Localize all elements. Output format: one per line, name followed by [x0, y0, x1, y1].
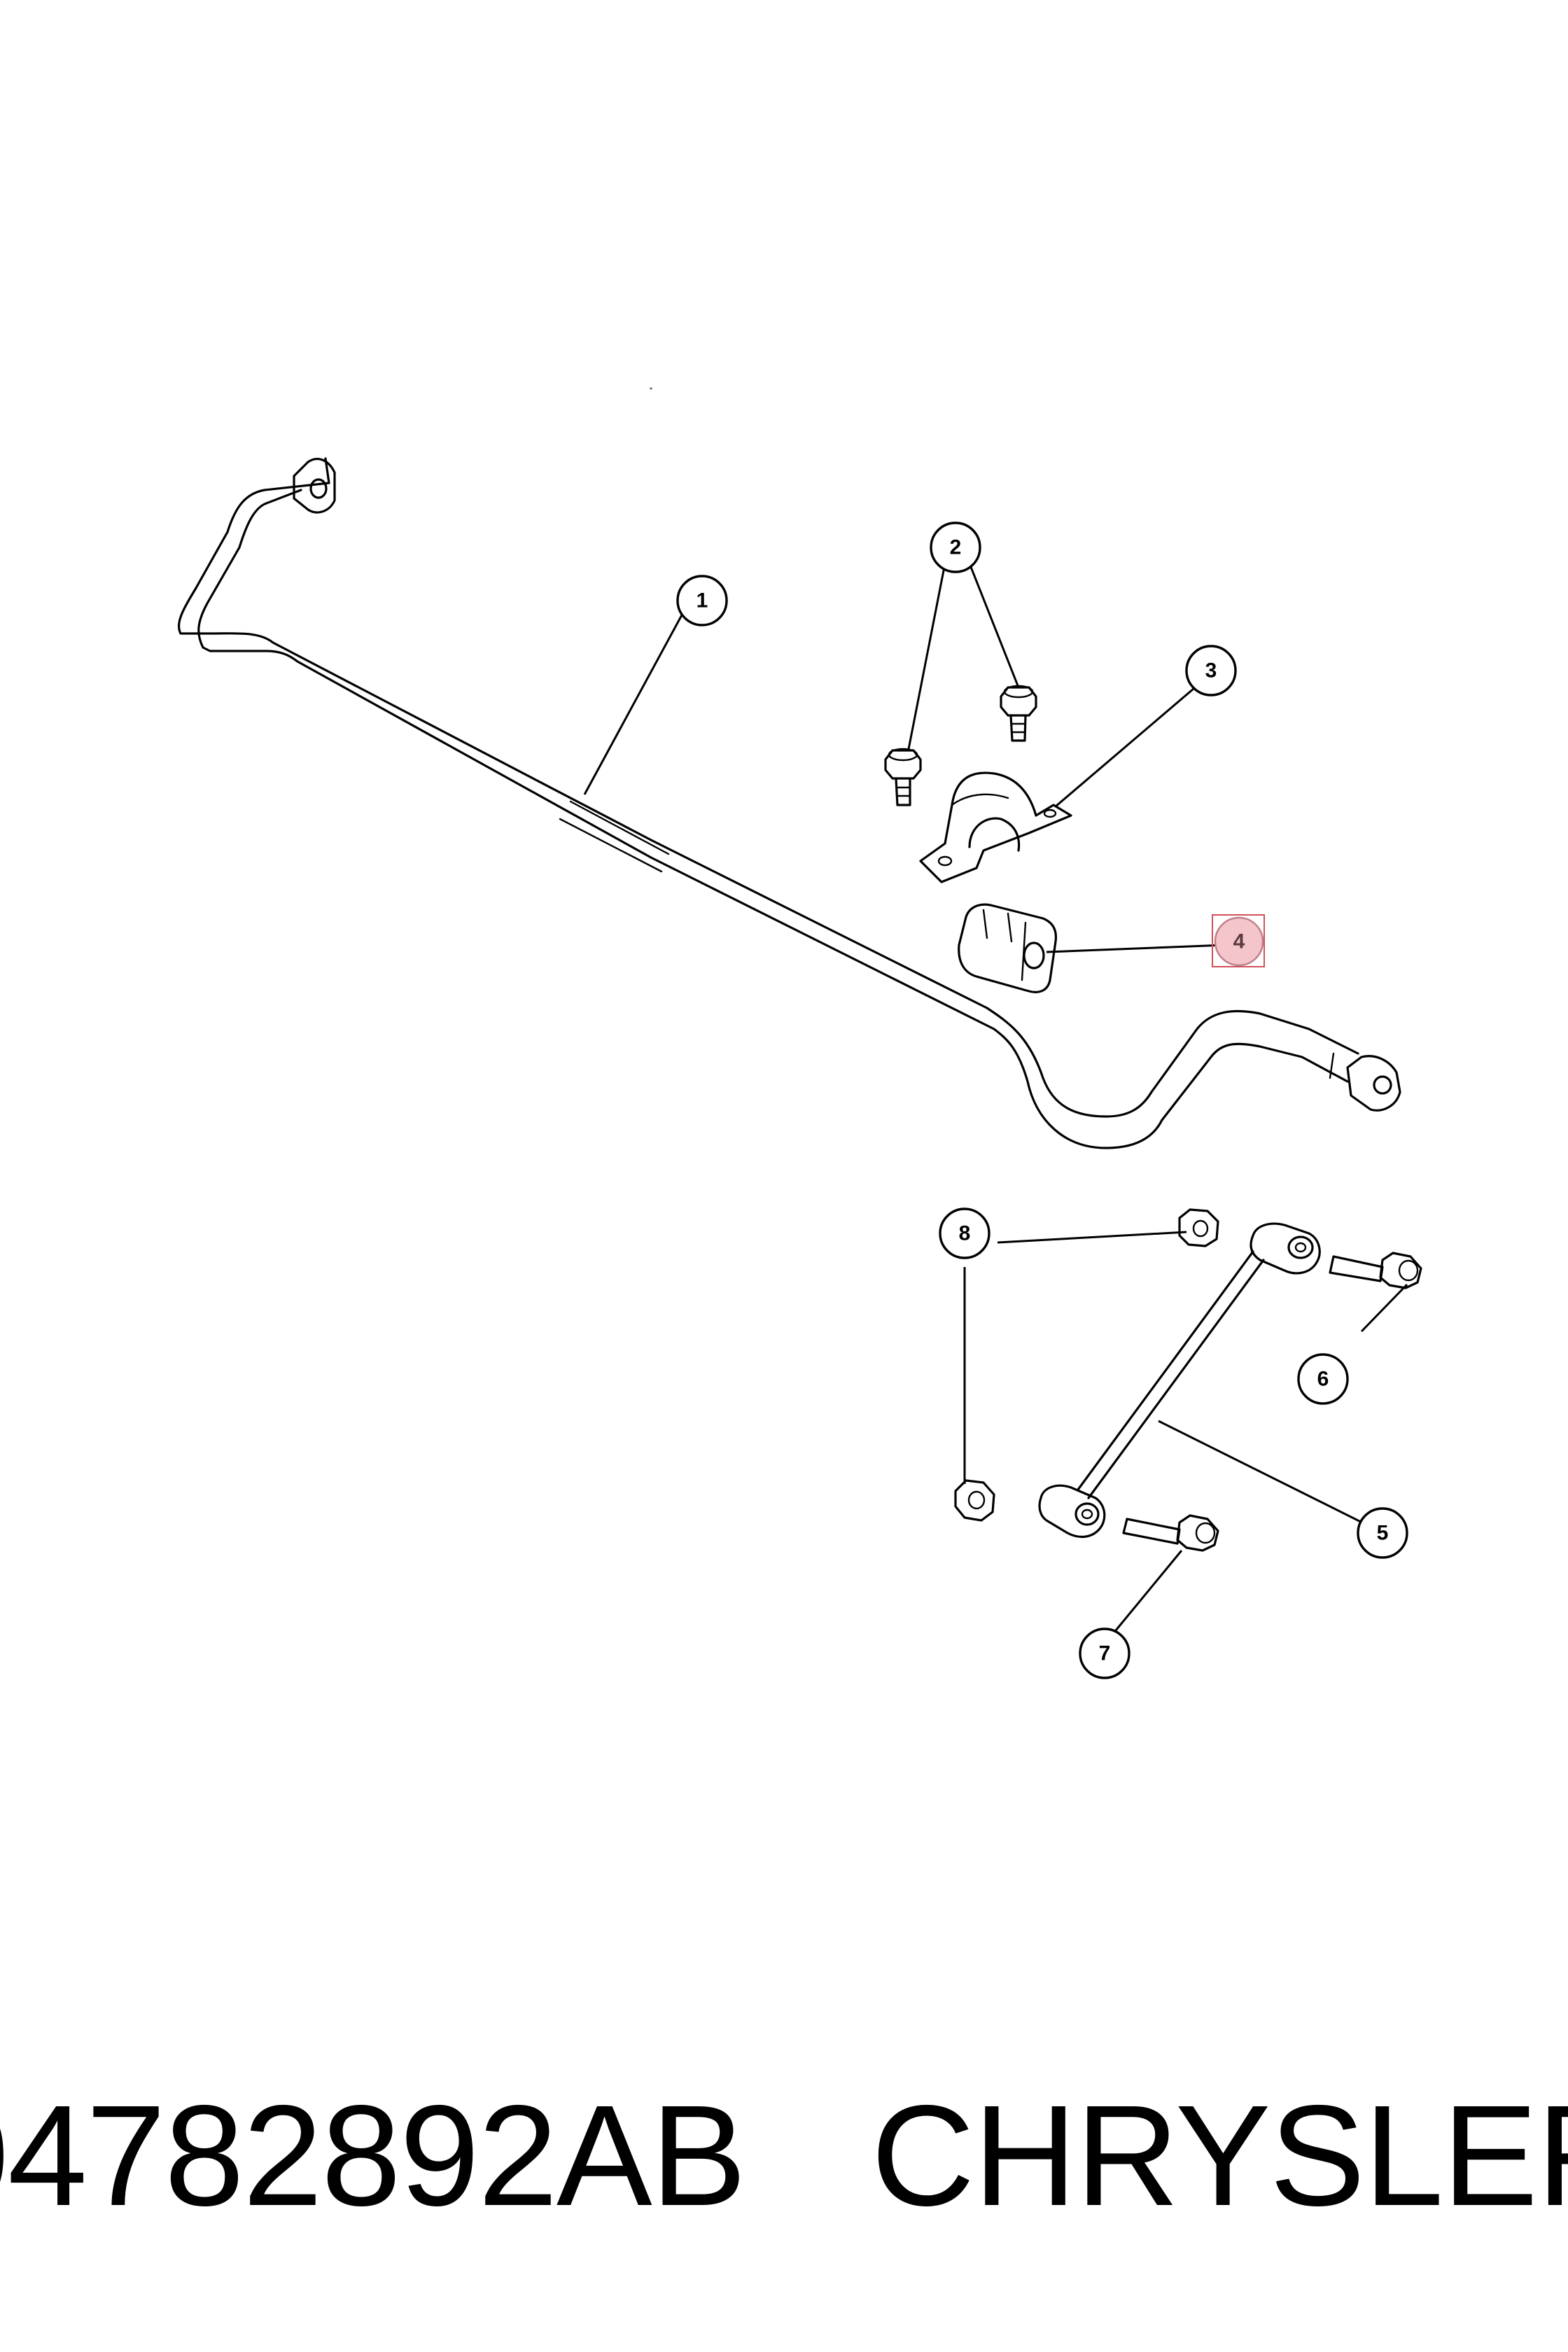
- callout-7: 7: [1079, 1628, 1130, 1679]
- sway-bar-link: [1038, 1222, 1321, 1538]
- part-number: 04782892AB: [0, 2076, 746, 2236]
- bolt-right: [1000, 685, 1037, 742]
- speck: [650, 387, 652, 390]
- svg-text:5: 5: [1377, 1522, 1389, 1545]
- svg-text:2: 2: [950, 536, 962, 559]
- nut-lower: [954, 1479, 995, 1522]
- svg-text:6: 6: [1317, 1368, 1329, 1391]
- callout-5: 5: [1357, 1507, 1408, 1559]
- svg-text:4: 4: [1233, 930, 1245, 953]
- svg-text:1: 1: [696, 589, 708, 612]
- svg-text:7: 7: [1099, 1642, 1111, 1665]
- nut-upper: [1178, 1208, 1219, 1247]
- callout-4: 4: [1212, 914, 1265, 967]
- callout-2: 2: [930, 522, 981, 573]
- svg-text:8: 8: [959, 1222, 971, 1245]
- bolt-left: [884, 748, 922, 806]
- callout-3: 3: [1185, 645, 1237, 696]
- sway-bar-bushing: [958, 903, 1058, 993]
- sway-bar-retainer: [919, 771, 1072, 883]
- callout-8: 8: [939, 1208, 990, 1259]
- brand-name: CHRYSLER: [871, 2076, 1568, 2236]
- caption: 04782892AB CHRYSLER: [0, 2072, 1568, 2240]
- link-upper-bolt: [1329, 1252, 1422, 1289]
- callout-6: 6: [1297, 1353, 1349, 1405]
- callout-1: 1: [676, 575, 728, 626]
- leader-lines: [583, 563, 1408, 1639]
- highlight-box: [1212, 914, 1265, 967]
- svg-text:3: 3: [1205, 659, 1217, 682]
- sway-bar: [177, 457, 1401, 1149]
- link-lower-bolt: [1122, 1514, 1219, 1552]
